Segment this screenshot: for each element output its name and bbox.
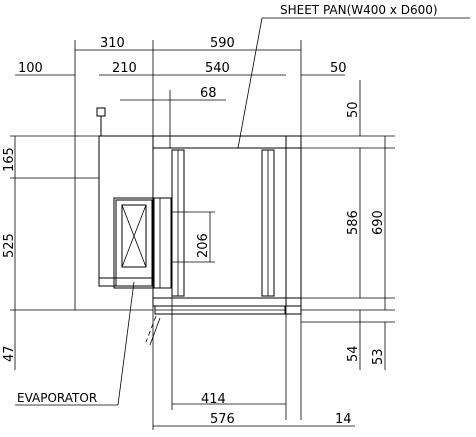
dim-165: 165 (2, 147, 17, 172)
sheet-pan-label: SHEET PAN(W400 x D600) (280, 3, 438, 17)
dim-590: 590 (210, 36, 235, 51)
cabinet-walls (98, 135, 302, 307)
dim-210: 210 (112, 61, 137, 76)
cabinet-interior (152, 147, 287, 299)
dim-206: 206 (196, 233, 211, 258)
dim-310: 310 (100, 36, 125, 51)
dim-414: 414 (201, 392, 226, 407)
dim-586: 586 (346, 210, 361, 235)
dim-14: 14 (335, 412, 352, 427)
dim-50-top: 50 (330, 61, 347, 76)
dimension-lines (14, 49, 386, 427)
dim-576: 576 (210, 412, 235, 427)
dim-690: 690 (371, 210, 386, 235)
dim-68: 68 (200, 86, 217, 101)
dim-54: 54 (346, 345, 361, 362)
evaporator-unit (113, 197, 172, 289)
door (145, 305, 302, 346)
dim-50-right: 50 (346, 101, 361, 118)
dim-525: 525 (2, 233, 17, 258)
pan-rails (171, 149, 275, 297)
dim-100: 100 (18, 61, 43, 76)
dim-47: 47 (2, 345, 17, 362)
dim-53: 53 (371, 348, 386, 365)
leaders (15, 17, 470, 406)
dim-540: 540 (205, 61, 230, 76)
evaporator-label: EVAPORATOR (17, 391, 97, 405)
drain-fitting (96, 107, 106, 136)
